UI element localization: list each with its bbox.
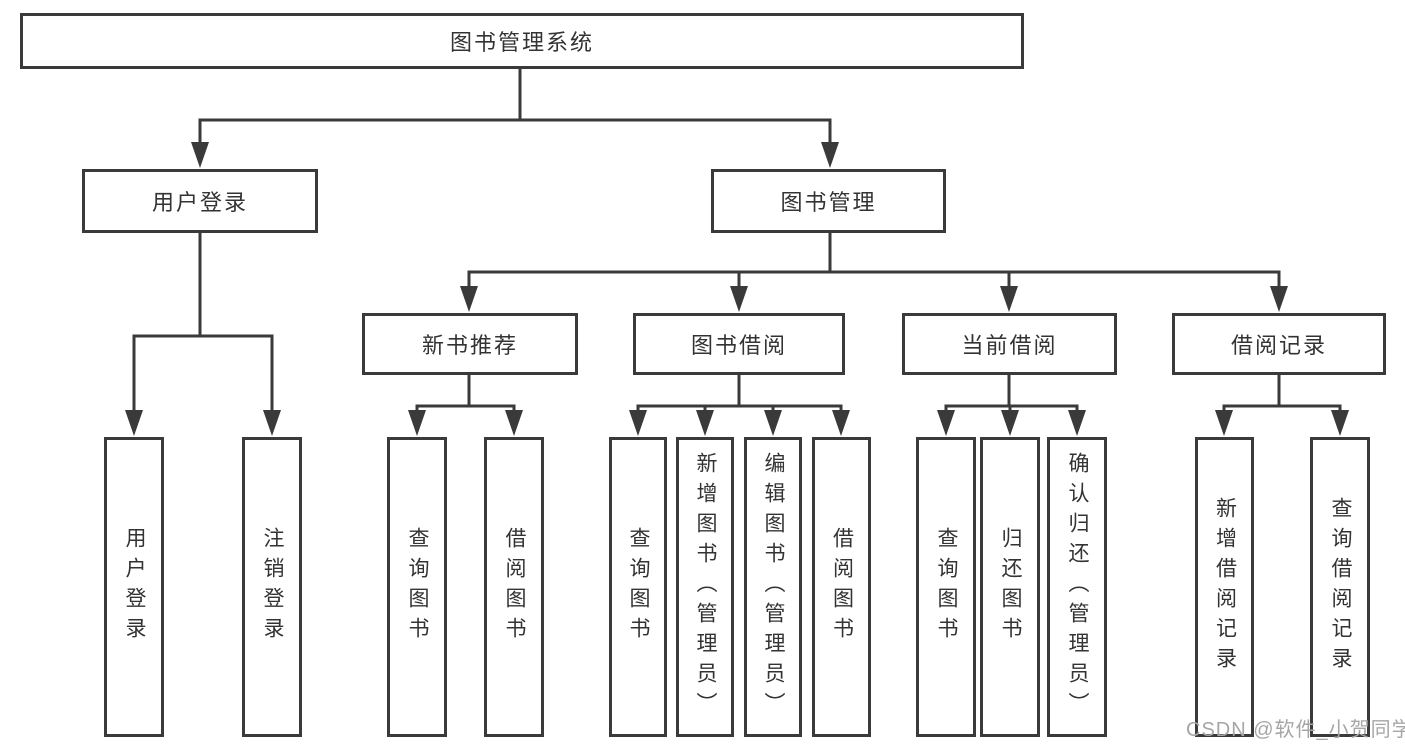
arrowhead — [460, 286, 478, 312]
arrowhead — [125, 410, 143, 436]
leaf-logout: 注销登录 — [242, 437, 302, 737]
node-book-management: 图书管理 — [711, 169, 946, 233]
connector-root-to-level2 — [191, 66, 839, 168]
arrowhead — [191, 142, 209, 168]
leaf-borrow-books-2: 借阅图书 — [812, 437, 871, 737]
connector-current-borrow-children — [937, 373, 1086, 436]
connector-user-login-children — [125, 231, 281, 436]
arrowhead — [1270, 286, 1288, 312]
arrowhead — [1001, 410, 1019, 436]
leaf-search-books-3: 查询图书 — [916, 437, 976, 737]
arrowhead — [263, 410, 281, 436]
leaf-add-books-admin: 新增图书（管理员） — [676, 437, 734, 737]
arrowhead — [832, 410, 850, 436]
leaf-search-books-2: 查询图书 — [609, 437, 667, 737]
connector-new-book-children — [408, 373, 523, 436]
connector-book-borrow-children — [629, 373, 850, 436]
connector-borrow-record-children — [1215, 373, 1349, 436]
leaf-add-borrow-record: 新增借阅记录 — [1195, 437, 1254, 737]
node-user-login: 用户登录 — [82, 169, 318, 233]
arrowhead — [696, 410, 714, 436]
arrowhead — [1068, 410, 1086, 436]
leaf-search-borrow-record: 查询借阅记录 — [1310, 437, 1370, 737]
node-borrowing-records: 借阅记录 — [1172, 313, 1386, 375]
arrowhead — [730, 286, 748, 312]
leaf-confirm-return-admin: 确认归还（管理员） — [1047, 437, 1107, 737]
node-current-borrowing: 当前借阅 — [902, 313, 1117, 375]
leaf-edit-books-admin: 编辑图书（管理员） — [744, 437, 802, 737]
arrowhead — [1215, 410, 1233, 436]
arrowhead — [937, 410, 955, 436]
watermark: CSDN @软件_小贺同学 — [1186, 719, 1405, 741]
node-library-management-system: 图书管理系统 — [20, 13, 1024, 69]
arrowhead — [764, 410, 782, 436]
leaf-search-books-1: 查询图书 — [387, 437, 447, 737]
arrowhead — [505, 410, 523, 436]
leaf-user-login: 用户登录 — [104, 437, 164, 737]
node-new-book-recommendation: 新书推荐 — [362, 313, 578, 375]
connector-book-management-children — [460, 231, 1288, 312]
arrowhead — [1331, 410, 1349, 436]
node-book-borrowing: 图书借阅 — [633, 313, 845, 375]
arrowhead — [408, 410, 426, 436]
leaf-return-books: 归还图书 — [980, 437, 1040, 737]
arrowhead — [821, 142, 839, 168]
arrowhead — [1000, 286, 1018, 312]
leaf-borrow-books-1: 借阅图书 — [484, 437, 544, 737]
arrowhead — [629, 410, 647, 436]
